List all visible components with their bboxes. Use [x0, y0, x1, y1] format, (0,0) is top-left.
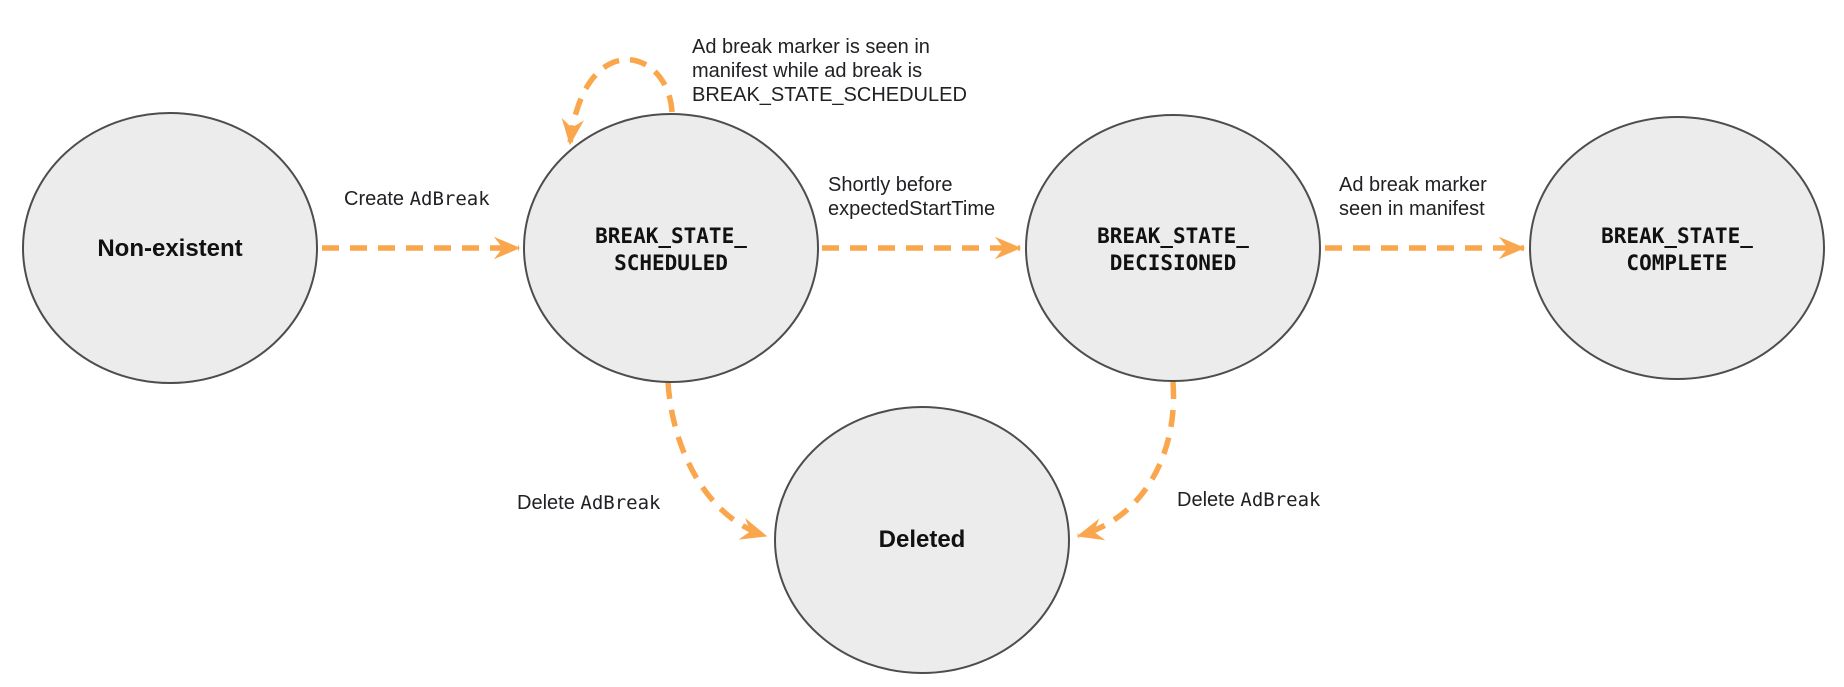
- edge-label-text: Create: [344, 188, 410, 210]
- arrow-self-loop-scheduled: [561, 56, 675, 146]
- edge-label-self-loop: Ad break marker is seen in manifest whil…: [692, 35, 967, 107]
- edge-label-marker-seen: Ad break marker seen in manifest: [1339, 173, 1487, 221]
- state-label-line: BREAK_STATE_: [1097, 224, 1249, 248]
- state-label-line: SCHEDULED: [614, 251, 728, 275]
- state-label-line: BREAK_STATE_: [595, 224, 747, 248]
- edge-label-text: Ad break marker is seen in: [692, 36, 930, 58]
- edge-label-create-adbreak: Create AdBreak: [344, 187, 490, 211]
- state-label-line: COMPLETE: [1626, 251, 1728, 275]
- edge-label-text: Delete: [517, 492, 581, 514]
- edge-label-delete-adbreak-right: Delete AdBreak: [1177, 488, 1320, 512]
- state-circle-decisioned: [1025, 114, 1321, 382]
- arrow-scheduled-to-deleted: [665, 381, 768, 540]
- state-circle-scheduled: [523, 113, 819, 383]
- edge-label-shortly-before: Shortly before expectedStartTime: [828, 173, 995, 221]
- state-label-line: DECISIONED: [1109, 251, 1237, 275]
- state-label-deleted: Deleted: [878, 526, 966, 553]
- state-label-complete: BREAK_STATE_ COMPLETE: [1601, 223, 1753, 277]
- edge-label-code: AdBreak: [1240, 489, 1321, 511]
- state-label-line: BREAK_STATE_: [1601, 224, 1753, 248]
- edge-label-delete-adbreak-left: Delete AdBreak: [517, 491, 660, 515]
- state-circle-non-existent: [22, 112, 318, 384]
- state-circle-deleted: [774, 406, 1070, 674]
- edge-label-code: BREAK_STATE_SCHEDULED: [692, 84, 967, 106]
- state-label-scheduled: BREAK_STATE_ SCHEDULED: [595, 223, 747, 277]
- state-label-decisioned: BREAK_STATE_ DECISIONED: [1097, 223, 1249, 277]
- state-circle-complete: [1529, 116, 1825, 380]
- edge-label-text: manifest while ad break is: [692, 60, 923, 82]
- edge-label-text: Delete: [1177, 489, 1241, 511]
- state-label-non-existent: Non-existent: [97, 235, 243, 262]
- edge-label-code: AdBreak: [409, 188, 490, 210]
- arrow-decisioned-to-deleted: [1076, 381, 1177, 541]
- edge-label-text: Ad break marker: [1339, 174, 1487, 196]
- edge-label-text: seen in manifest: [1339, 198, 1485, 220]
- edge-label-code: AdBreak: [580, 492, 661, 514]
- edge-label-code: expectedStartTime: [828, 198, 996, 220]
- edge-label-text: Shortly before: [828, 174, 953, 196]
